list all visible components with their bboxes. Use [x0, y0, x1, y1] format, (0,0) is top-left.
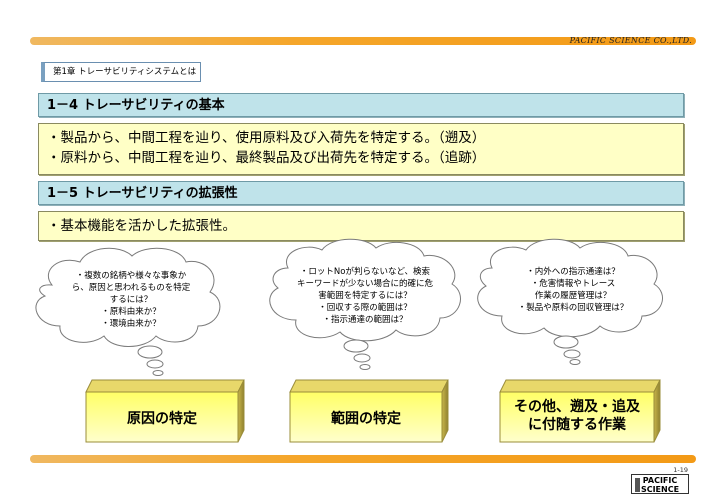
section-content-extensibility: ・基本機能を活かした拡張性。 [38, 211, 684, 241]
block-other-shape [499, 379, 661, 443]
block-cause-shape [85, 379, 245, 443]
page-number: 1-19 [673, 466, 688, 474]
top-accent-bar [30, 37, 696, 45]
company-logo: PACIFIC SCIENCE [631, 474, 689, 494]
extensibility-line: ・基本機能を活かした拡張性。 [47, 218, 236, 234]
chapter-label: 第1章 トレーサビリティシステムとは [41, 62, 202, 82]
bottom-accent-bar [30, 455, 696, 463]
cloud-cause [35, 247, 221, 347]
section-header-basics: 1－4 トレーサビリティの基本 [38, 93, 684, 117]
block-other-label: その他、遡及・追及 に付随する作業 [514, 399, 640, 433]
cloud-other-text: ・内外への指示通達は？ ・危害情報やトレース 作業の履歴管理は？ ・製品や原料の… [517, 267, 629, 313]
cloud-scope-text: ・ロットNoが判らないなど、検索 キーワードが少ない場合に的確に危 害範囲を特定… [296, 267, 433, 325]
block-cause-label: 原因の特定 [127, 411, 197, 427]
block-scope-label: 範囲の特定 [331, 411, 401, 427]
company-name: PACIFIC SCIENCE CO.,LTD. [569, 36, 692, 45]
basics-line-trace-back: ・製品から、中間工程を辿り、使用原料及び入荷先を特定する。（遡及） [47, 130, 486, 146]
section-content-basics: ・製品から、中間工程を辿り、使用原料及び入荷先を特定する。（遡及） ・原料から、… [38, 123, 684, 175]
cloud-scope [269, 238, 461, 342]
basics-line-trace-forward: ・原料から、中間工程を辿り、最終製品及び出荷先を特定する。（追跡） [47, 150, 486, 166]
block-scope-shape [289, 379, 449, 443]
cloud-cause-text: ・複数の銘柄や様々な事象か ら、原因と思われるものを特定 するには？ ・原料由来… [71, 271, 191, 329]
cloud-other [477, 238, 664, 338]
section-header-extensibility: 1－5 トレーサビリティの拡張性 [38, 181, 684, 205]
